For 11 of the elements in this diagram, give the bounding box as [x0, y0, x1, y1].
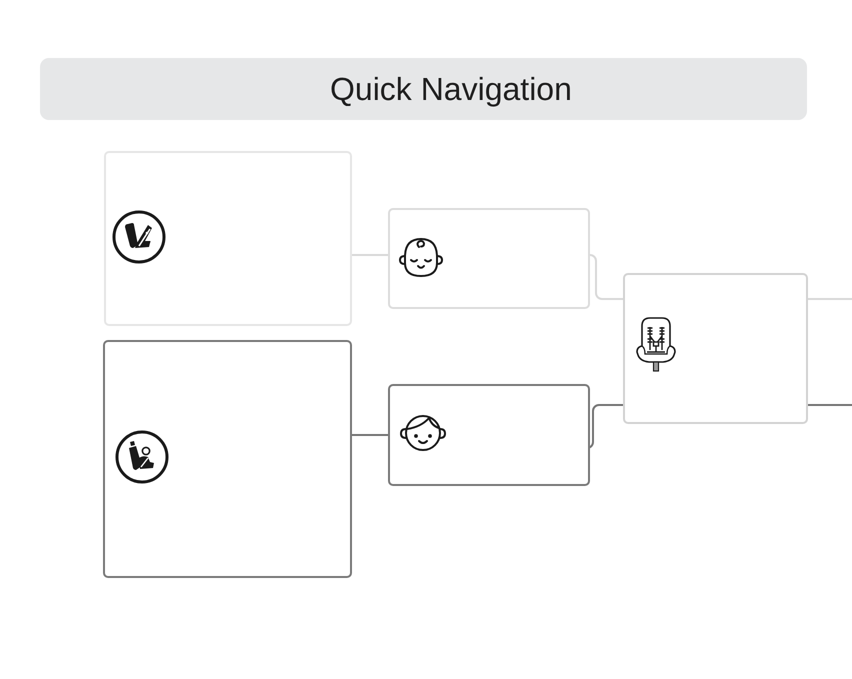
connector-line	[352, 254, 388, 256]
connector-line	[808, 404, 852, 406]
connector-line	[352, 434, 388, 436]
connector-line	[808, 298, 852, 300]
navigation-card	[623, 273, 808, 424]
navigation-card	[103, 340, 352, 578]
navigation-card	[388, 384, 590, 486]
navigation-card	[104, 151, 352, 326]
connector-line	[590, 254, 623, 300]
navigation-card	[388, 208, 590, 309]
title: Quick Navigation	[330, 71, 572, 107]
